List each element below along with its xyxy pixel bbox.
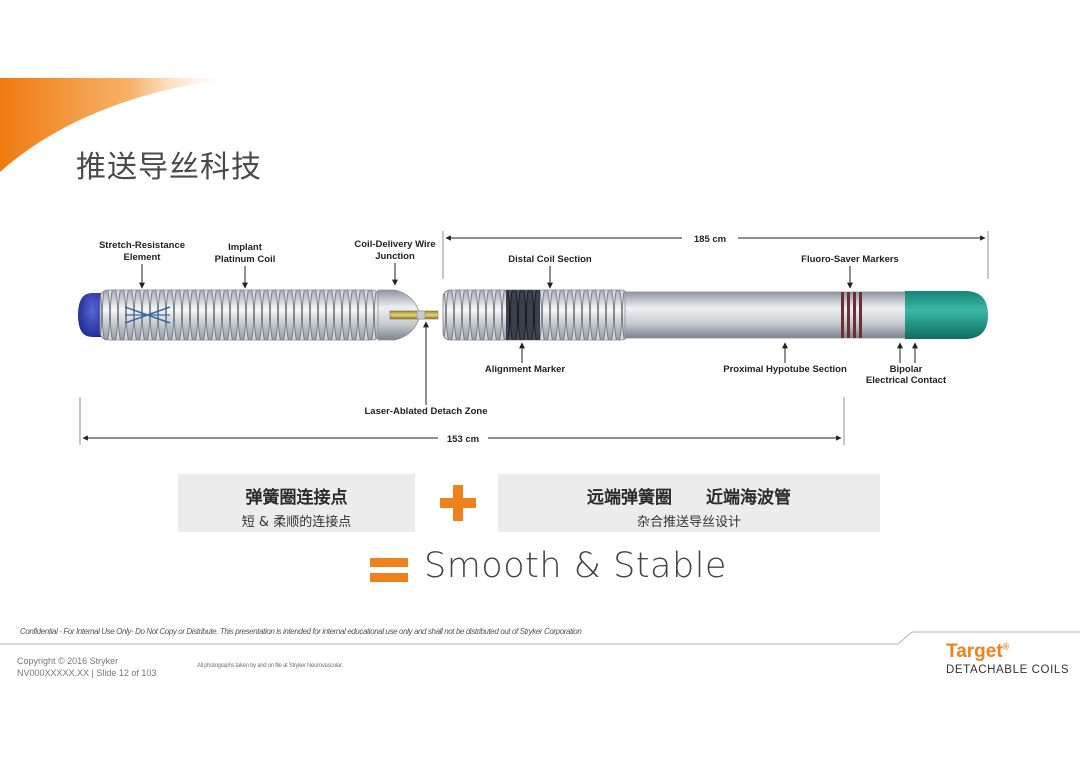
brand-name: Target	[946, 641, 1003, 662]
label-stretch-resistance: Stretch-Resistance	[99, 240, 185, 251]
tip-blue	[78, 293, 102, 337]
slide-reference: NV000XXXXX.XX | Slide 12 of 103	[17, 668, 157, 678]
stretch-resistance-element	[124, 306, 171, 324]
label-proximal-hypotube: Proximal Hypotube Section	[723, 364, 847, 375]
tagline: Smooth & Stable	[424, 546, 727, 586]
brand-logo: Target®	[946, 641, 1009, 663]
label-implant: Implant	[228, 242, 263, 253]
label-distal-coil: Distal Coil Section	[508, 254, 592, 265]
label-length-bottom: 153 cm	[447, 434, 479, 445]
brand-mark: ®	[1002, 641, 1010, 652]
label-bipolar-2: Electrical Contact	[866, 375, 947, 386]
plus-icon	[440, 485, 476, 521]
copyright-block: Copyright © 2016 Stryker NV000XXXXX.XX |…	[17, 655, 156, 679]
label-stretch-resistance-2: Element	[124, 252, 162, 263]
brand-subtitle: DETACHABLE COILS	[946, 664, 1070, 676]
feature-junction-subtitle: 短 & 柔顺的连接点	[241, 515, 352, 530]
label-bipolar: Bipolar	[890, 364, 923, 375]
feature-hybrid-title: 远端弹簧圈 近端海波管	[587, 488, 791, 508]
label-alignment-marker: Alignment Marker	[485, 364, 566, 375]
feature-hybrid-subtitle: 杂合推送导丝设计	[636, 515, 741, 530]
label-fluoro-saver: Fluoro-Saver Markers	[801, 254, 899, 265]
page-title: 推送导丝科技	[76, 150, 262, 185]
photo-note: All photographs taken by and on file at …	[197, 663, 343, 669]
equals-icon	[370, 558, 408, 582]
label-implant-2: Platinum Coil	[215, 254, 276, 265]
coil-diagram: Stretch-Resistance Element Implant Plati…	[78, 231, 989, 445]
confidential-notice: Confidential - For Internal Use Only- Do…	[20, 627, 582, 636]
label-coil-delivery-2: Junction	[375, 251, 415, 262]
header-swoosh	[0, 78, 240, 172]
fluoro-saver-markers	[841, 292, 862, 338]
feature-box-junction: 弹簧圈连接点 短 & 柔顺的连接点	[178, 474, 415, 532]
footer-divider	[0, 631, 1080, 645]
copyright-text: Copyright © 2016 Stryker	[17, 656, 119, 666]
proximal-hypotube	[624, 291, 911, 339]
delivery-wire-junction	[389, 310, 439, 320]
alignment-marker	[506, 290, 540, 340]
label-length-top: 185 cm	[694, 234, 726, 245]
label-coil-delivery: Coil-Delivery Wire	[354, 239, 435, 250]
feature-junction-title: 弹簧圈连接点	[245, 488, 348, 508]
bipolar-contact	[905, 291, 988, 339]
label-laser-ablated: Laser-Ablated Detach Zone	[365, 406, 488, 417]
feature-box-hybrid: 远端弹簧圈 近端海波管 杂合推送导丝设计	[498, 474, 880, 532]
